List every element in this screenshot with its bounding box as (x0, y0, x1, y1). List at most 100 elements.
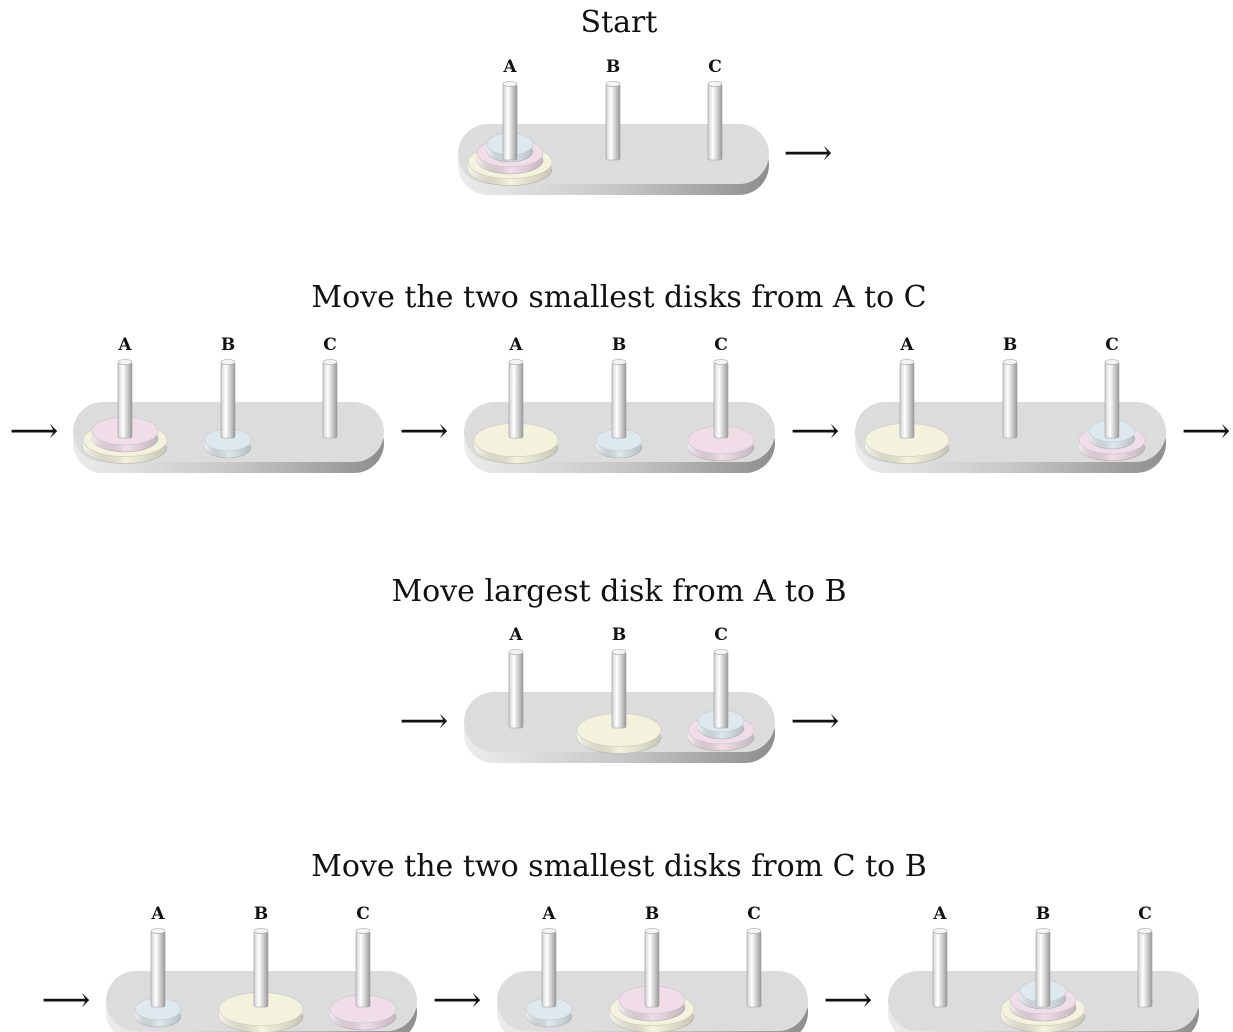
peg-label: A (508, 625, 523, 645)
peg-cap (746, 928, 762, 934)
arrow-icon: ⟶ (433, 980, 482, 1020)
section-title-start: Start (581, 5, 658, 40)
peg-label: B (221, 335, 235, 355)
peg-rod (1002, 361, 1018, 439)
peg-cap (899, 359, 915, 365)
peg-label: A (117, 335, 132, 355)
peg-label: C (356, 904, 370, 924)
peg (644, 928, 660, 1008)
arrow-icon: ⟶ (1182, 411, 1231, 451)
peg (355, 928, 371, 1008)
peg-label: A (508, 335, 523, 355)
peg-label: B (254, 904, 268, 924)
peg-rod (611, 651, 627, 729)
peg-cap (220, 359, 236, 365)
peg (508, 649, 524, 729)
peg (746, 928, 762, 1008)
peg (1104, 359, 1120, 439)
peg-cap (707, 81, 723, 87)
peg-cap (355, 928, 371, 934)
peg-cap (611, 359, 627, 365)
peg-cap (644, 928, 660, 934)
peg-label: A (932, 904, 947, 924)
step-arrows: ⟶ ⟶ ⟶ ⟶ ⟶ ⟶ ⟶ ⟶ ⟶ ⟶ (10, 133, 1231, 1020)
arrow-icon: ⟶ (400, 701, 449, 741)
peg-label: B (645, 904, 659, 924)
peg-rod (220, 361, 236, 439)
peg-label: A (899, 335, 914, 355)
peg (611, 649, 627, 729)
arrow-icon: ⟶ (791, 701, 840, 741)
peg-cap (1002, 359, 1018, 365)
peg-cap (713, 359, 729, 365)
peg (1035, 928, 1051, 1008)
puzzle-state: A B C (106, 904, 417, 1032)
peg-cap (713, 649, 729, 655)
section-title-move-largest: Move largest disk from A to B (391, 574, 846, 609)
peg-label: B (606, 57, 620, 77)
peg-rod (932, 930, 948, 1008)
peg-rod (508, 651, 524, 729)
disk-large (864, 423, 950, 464)
peg-rod (746, 930, 762, 1008)
peg (932, 928, 948, 1008)
peg-rod (355, 930, 371, 1008)
peg-rod (508, 361, 524, 439)
peg (502, 81, 518, 161)
peg (611, 359, 627, 439)
peg-label: B (1036, 904, 1050, 924)
arrow-icon: ⟶ (10, 411, 59, 451)
disk-large (473, 423, 559, 464)
peg (1137, 928, 1153, 1008)
peg-rod (1035, 930, 1051, 1008)
peg-cap (605, 81, 621, 87)
peg-label: C (714, 625, 728, 645)
peg-label: A (150, 904, 165, 924)
peg-rod (322, 361, 338, 439)
peg-rod (1104, 361, 1120, 439)
peg-cap (1104, 359, 1120, 365)
peg-rod (713, 361, 729, 439)
disk-medium (329, 994, 397, 1031)
peg-rod (644, 930, 660, 1008)
peg-rod (253, 930, 269, 1008)
disk-medium (687, 425, 755, 462)
peg-rod (605, 83, 621, 161)
peg-rod (713, 651, 729, 729)
arrow-icon: ⟶ (42, 980, 91, 1020)
peg-rod (117, 361, 133, 439)
peg-cap (322, 359, 338, 365)
section-title-move-two-a-to-c: Move the two smallest disks from A to C (311, 280, 926, 315)
disk-small (525, 997, 573, 1028)
peg (1002, 359, 1018, 439)
peg (220, 359, 236, 439)
peg-cap (932, 928, 948, 934)
peg (322, 359, 338, 439)
peg-label: C (714, 335, 728, 355)
peg-rod (150, 930, 166, 1008)
peg-rod (899, 361, 915, 439)
peg-rod (707, 83, 723, 161)
disk-large (218, 992, 304, 1032)
peg-rod (611, 361, 627, 439)
peg (541, 928, 557, 1008)
peg (253, 928, 269, 1008)
peg-cap (611, 649, 627, 655)
peg-cap (508, 649, 524, 655)
peg (150, 928, 166, 1008)
peg-cap (253, 928, 269, 934)
peg-cap (1035, 928, 1051, 934)
peg-label: C (708, 57, 722, 77)
arrow-icon: ⟶ (824, 980, 873, 1020)
peg-label: C (1138, 904, 1152, 924)
disk-small (595, 428, 643, 459)
peg (707, 81, 723, 161)
